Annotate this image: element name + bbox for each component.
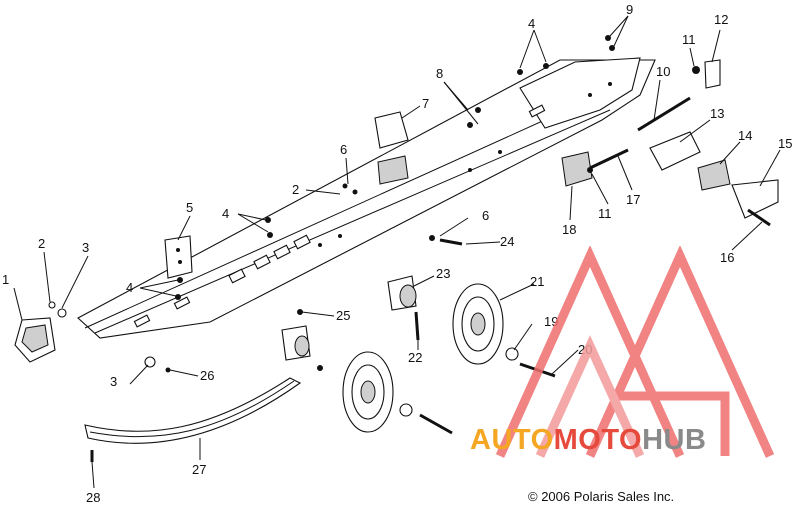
- bumper-block-7: [374, 111, 409, 185]
- rear-block-14: [697, 159, 731, 191]
- callout-11b: 11: [598, 206, 612, 221]
- callout-3b: 3: [110, 374, 117, 389]
- copyright-notice: © 2006 Polaris Sales Inc.: [528, 489, 675, 504]
- callout-18: 18: [562, 222, 576, 237]
- callout-28: 28: [86, 490, 100, 505]
- shock-mount-18: [561, 151, 593, 187]
- axle-block-23: [387, 275, 417, 311]
- callout-6: 6: [340, 142, 347, 157]
- callout-6b: 6: [482, 208, 489, 223]
- rear-block-13: [649, 131, 701, 171]
- idler-wheel-lower: [342, 351, 394, 433]
- watermark-text: AUTOMOTOHUB: [470, 424, 706, 457]
- rear-bracket-15: [731, 179, 779, 219]
- callout-26: 26: [200, 368, 214, 383]
- callout-10: 10: [656, 64, 670, 79]
- callout-7: 7: [422, 96, 429, 111]
- hardware: [48, 35, 700, 417]
- callout-2: 2: [38, 236, 45, 251]
- axle-17: [589, 148, 629, 170]
- watermark-moto: MOTO: [553, 424, 643, 456]
- callout-5: 5: [186, 200, 193, 215]
- callout-9: 9: [626, 2, 633, 17]
- watermark-hub: HUB: [642, 424, 707, 456]
- callout-14: 14: [738, 128, 752, 143]
- callout-16: 16: [720, 250, 734, 265]
- callout-8: 8: [436, 66, 443, 81]
- callout-4b: 4: [222, 206, 229, 221]
- callout-3: 3: [82, 240, 89, 255]
- watermark-auto: AUTO: [470, 424, 554, 456]
- callout-25: 25: [336, 308, 350, 323]
- callout-4: 4: [528, 16, 535, 31]
- callout-27: 27: [192, 462, 206, 477]
- callout-12: 12: [714, 12, 728, 27]
- callout-22: 22: [408, 350, 422, 365]
- callout-13: 13: [710, 106, 724, 121]
- idler-wheel-21: [452, 283, 504, 365]
- bolt-16: [747, 208, 771, 227]
- rail-tip-cap: [14, 317, 56, 363]
- axle-block-mid: [281, 325, 311, 361]
- axle-10: [637, 96, 691, 132]
- callout-24: 24: [500, 234, 514, 249]
- callout-4c: 4: [126, 280, 133, 295]
- wear-strip: [84, 377, 302, 444]
- automotohub-logo: [495, 246, 775, 458]
- callout-labels: 1 2 2 3 3 4 4 4 5 6 6 7 8 9 10 11 11 12 …: [2, 2, 792, 505]
- callout-1: 1: [2, 272, 9, 287]
- bolt-lower-axle: [419, 413, 453, 435]
- rear-bracket-12: [704, 59, 721, 89]
- leader-lines: [13, 15, 781, 489]
- callout-17: 17: [626, 192, 640, 207]
- callout-21: 21: [530, 274, 544, 289]
- callout-15: 15: [778, 136, 792, 151]
- callout-11: 11: [682, 32, 696, 47]
- callout-2b: 2: [292, 182, 299, 197]
- bolt-24: [439, 238, 463, 246]
- slide-rail: [77, 57, 656, 339]
- front-bracket-5: [164, 235, 193, 279]
- callout-23: 23: [436, 266, 450, 281]
